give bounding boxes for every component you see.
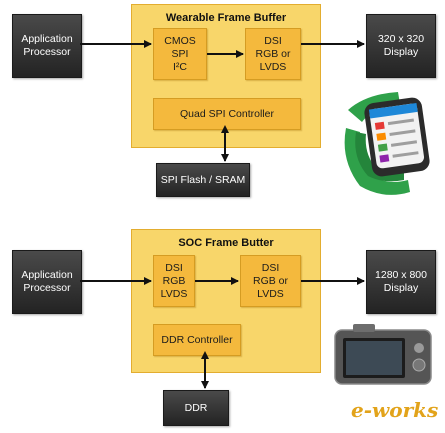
spi-flash-sram-box: SPI Flash / SRAM	[156, 163, 250, 197]
bottom-output-interface-block: DSI RGB or LVDS	[240, 255, 301, 307]
bottom-ap-line2: Processor	[23, 282, 71, 294]
top-output-line2: RGB or	[255, 47, 291, 60]
bottom-display-line2: Display	[383, 282, 419, 294]
spi-flash-sram-label: SPI Flash / SRAM	[160, 173, 246, 186]
eworks-watermark: e-works	[351, 398, 438, 422]
bottom-display-box: 1280 x 800 Display	[366, 250, 436, 314]
bottom-output-line2: RGB or	[252, 274, 288, 287]
ddr-controller-label: DDR Controller	[161, 333, 233, 346]
bottom-ap-line1: Application	[21, 269, 73, 281]
bottom-input-line1: DSI	[165, 261, 183, 274]
top-ap-line1: Application	[21, 33, 73, 45]
bottom-input-interface-block: DSI RGB LVDS	[153, 255, 195, 307]
ddr-memory-label: DDR	[184, 401, 208, 414]
bottom-display-line1: 1280 x 800	[375, 269, 427, 281]
top-application-processor-box: Application Processor	[12, 14, 82, 78]
top-input-line1: CMOS	[164, 34, 196, 47]
top-input-line2: SPI	[171, 47, 189, 60]
top-output-line1: DSI	[264, 34, 282, 47]
top-display-box: 320 x 320 Display	[366, 14, 436, 78]
bottom-application-processor-box: Application Processor	[12, 250, 82, 314]
top-input-interface-block: CMOS SPI I²C	[153, 28, 207, 80]
quad-spi-controller-label: Quad SPI Controller	[180, 107, 274, 120]
smartwatch-image	[344, 92, 430, 195]
bottom-input-line2: RGB	[162, 274, 186, 287]
ddr-memory-box: DDR	[163, 390, 229, 426]
ddr-controller-block: DDR Controller	[153, 324, 241, 356]
top-output-interface-block: DSI RGB or LVDS	[245, 28, 301, 80]
top-input-line3: I²C	[173, 60, 187, 73]
soc-frame-butter-title: SOC Frame Butter	[178, 237, 274, 249]
top-display-line1: 320 x 320	[377, 33, 425, 45]
top-display-line2: Display	[383, 46, 419, 58]
top-output-line3: LVDS	[259, 60, 287, 73]
wearable-frame-buffer-title: Wearable Frame Buffer	[165, 12, 287, 24]
eworks-logo-text: e-works	[351, 398, 439, 422]
top-ap-line2: Processor	[23, 46, 71, 58]
camera-image	[334, 324, 432, 385]
bottom-input-line3: LVDS	[160, 287, 188, 300]
bottom-output-line1: DSI	[261, 261, 280, 274]
bottom-output-line3: LVDS	[257, 287, 284, 300]
